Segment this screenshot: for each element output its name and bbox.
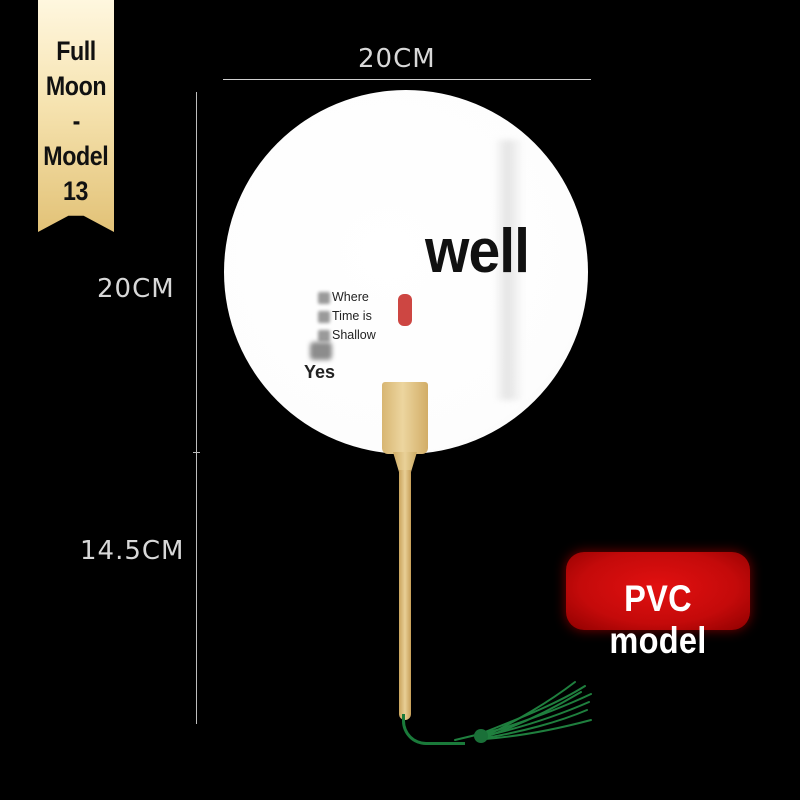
tassel-cord xyxy=(402,714,465,745)
tag-line-2: Moon xyxy=(45,71,107,101)
red-seal-stamp xyxy=(398,294,412,326)
tassel-knot xyxy=(474,729,488,743)
handle-top xyxy=(382,382,428,454)
model-tag: Full Moon - Model 13 xyxy=(38,0,114,232)
poem-line-text: Time is xyxy=(332,309,372,323)
poem-line: Where xyxy=(318,288,376,307)
poem-line: Time is xyxy=(318,307,376,326)
width-dimension-line xyxy=(223,79,591,80)
fan-title: well xyxy=(425,217,530,286)
tag-line-1: Full xyxy=(56,36,96,66)
material-badge-label: PVC model xyxy=(609,578,707,661)
calligraphy-mark xyxy=(318,310,330,323)
tag-line-5: 13 xyxy=(63,176,89,206)
poem-line-text: Shallow xyxy=(332,328,376,342)
dimension-divider-tick xyxy=(193,452,200,453)
green-tassel xyxy=(454,681,592,743)
bamboo-handle xyxy=(399,470,411,720)
fan-signature: Yes xyxy=(304,362,336,382)
fan-shade xyxy=(494,140,524,400)
handle-length-dimension-label: 14.5CM xyxy=(80,536,185,566)
tag-line-4: Model xyxy=(43,141,109,171)
tag-line-3: - xyxy=(72,106,80,136)
calligraphy-mark xyxy=(318,329,330,342)
handle-neck xyxy=(393,452,417,472)
poem-line-text: Where xyxy=(332,290,369,304)
calligraphy-blur xyxy=(310,342,332,360)
fan-height-dimension-label: 20CM xyxy=(97,274,175,304)
width-dimension-label: 20CM xyxy=(358,44,436,74)
material-badge xyxy=(566,552,750,630)
height-dimension-line xyxy=(196,92,197,724)
poem-line: Shallow xyxy=(318,326,376,345)
calligraphy-mark xyxy=(318,291,330,304)
fan-poem: Where Time is Shallow xyxy=(318,288,376,345)
